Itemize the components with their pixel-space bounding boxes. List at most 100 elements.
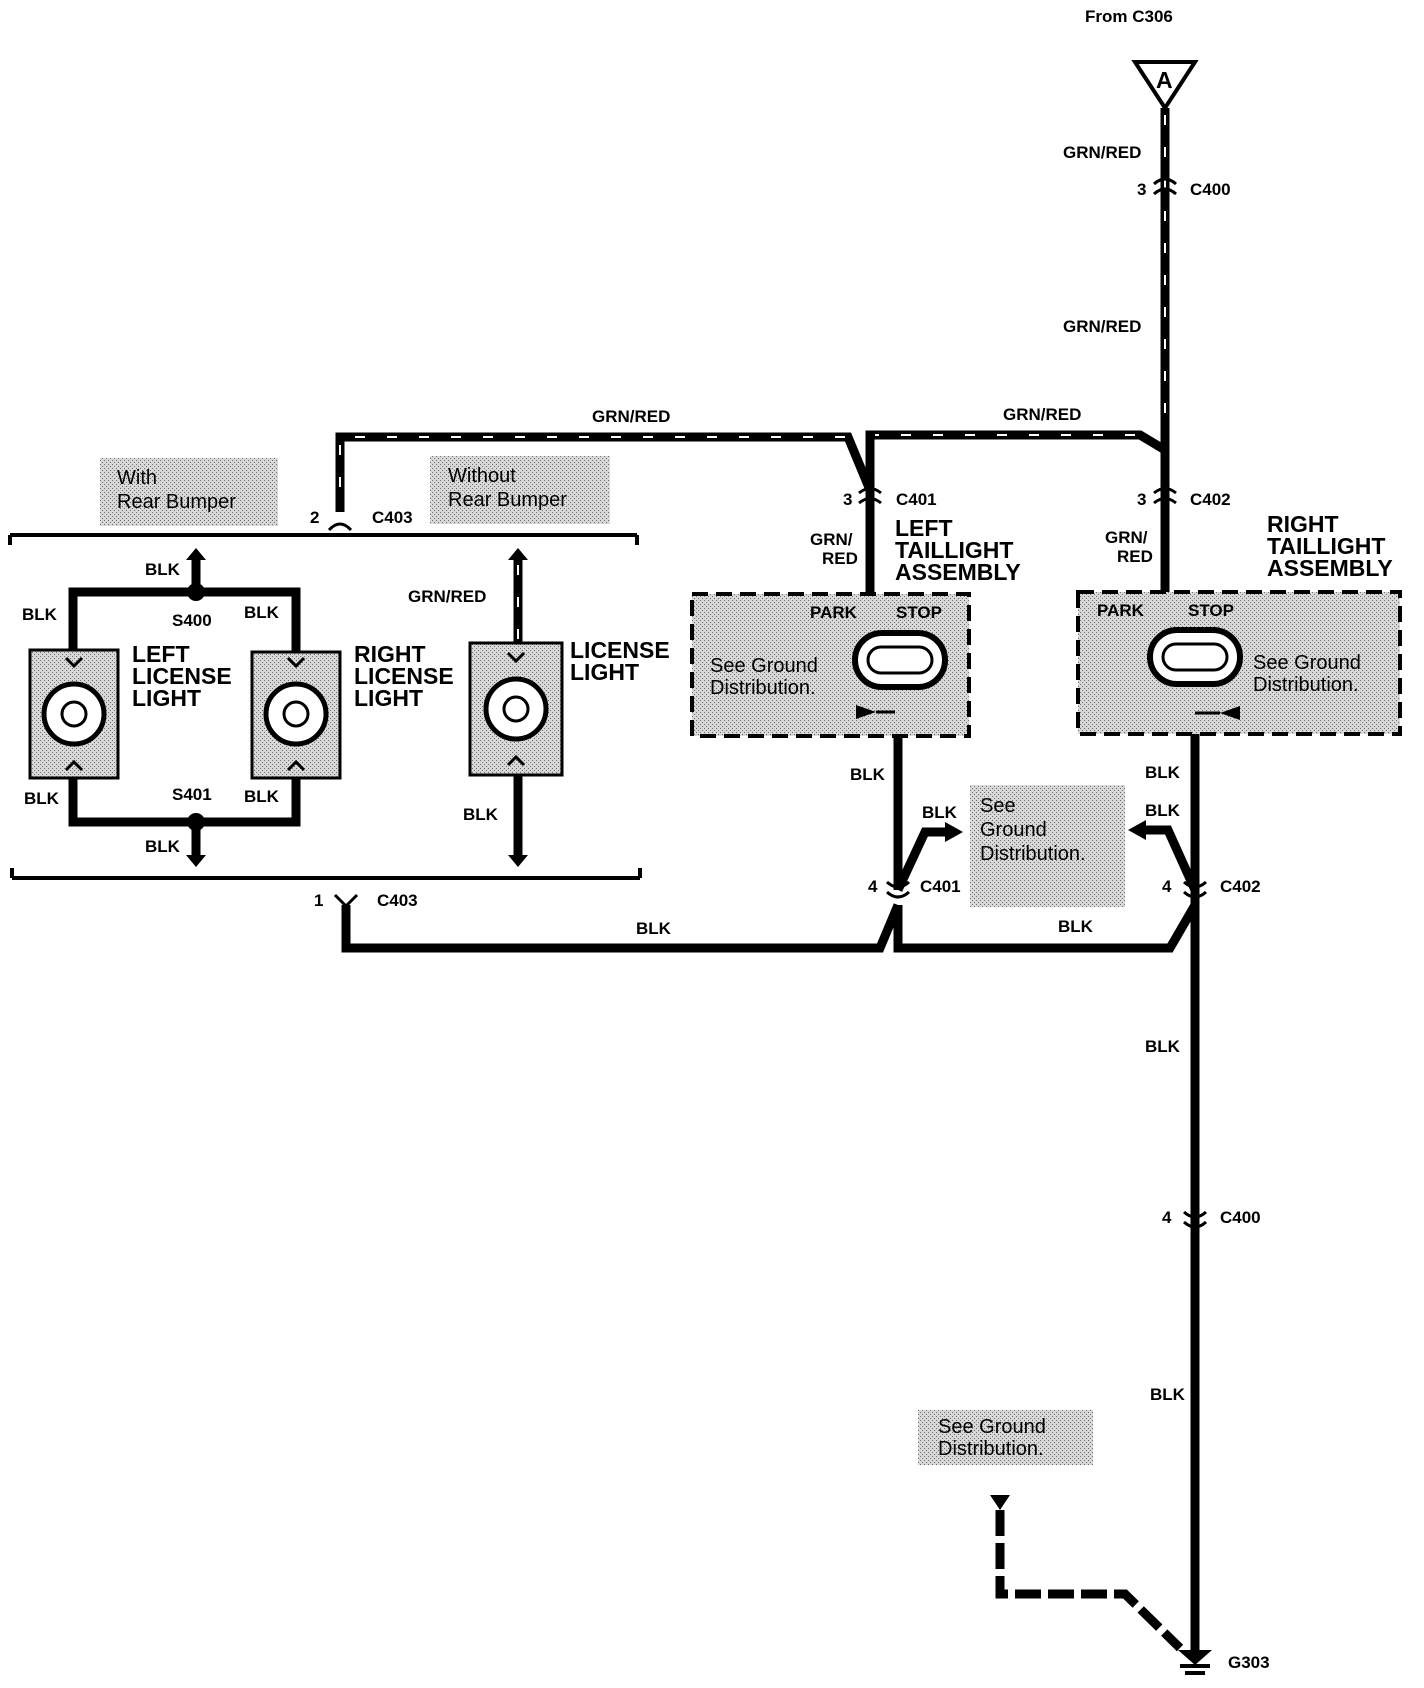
- wire-label-blk-lower1: BLK: [1145, 1037, 1181, 1056]
- wire-label-blk-c401-side: BLK: [922, 803, 958, 822]
- svg-text:C400: C400: [1190, 180, 1231, 199]
- svg-text:LICENSE: LICENSE: [132, 663, 232, 689]
- svg-text:Distribution.: Distribution.: [938, 1438, 1044, 1460]
- svg-text:LIGHT: LIGHT: [570, 659, 639, 685]
- svg-text:C402: C402: [1220, 877, 1261, 896]
- right-taillight-assembly: PARK STOP See Ground Distribution.: [1076, 590, 1402, 736]
- wire-label-c402-grn: GRN/: [1105, 528, 1148, 547]
- svg-text:1: 1: [314, 891, 323, 910]
- wire-label-c401-grn: GRN/: [810, 530, 853, 549]
- license-light: LICENSE LIGHT: [468, 637, 670, 777]
- wire-label-blk-s401-right: BLK: [244, 787, 280, 806]
- wire-label-grn-red-license: GRN/RED: [408, 587, 486, 606]
- svg-text:TAILLIGHT: TAILLIGHT: [895, 537, 1013, 563]
- wire-label-blk-license: BLK: [463, 805, 499, 824]
- svg-text:Rear Bumper: Rear Bumper: [117, 491, 236, 513]
- wire-blk-ground-branch: [995, 1510, 1184, 1652]
- svg-text:Distribution.: Distribution.: [980, 843, 1086, 865]
- splice-s400-label: S400: [172, 611, 212, 630]
- wire-label-blk-bottom-mid: BLK: [1058, 917, 1094, 936]
- svg-text:C401: C401: [920, 877, 961, 896]
- right-taillight-title: RIGHT TAILLIGHT ASSEMBLY: [1267, 511, 1393, 581]
- svg-text:4: 4: [1162, 1208, 1172, 1227]
- terminal-a-marker: [1131, 60, 1199, 112]
- wire-label-grn-red-right: GRN/RED: [1003, 405, 1081, 424]
- connector-c400-top: 3 C400: [1137, 177, 1231, 199]
- wire-label-blk-s400-left: BLK: [22, 605, 58, 624]
- svg-text:See Ground: See Ground: [710, 655, 818, 677]
- right-license-light: RIGHT LICENSE LIGHT: [250, 641, 454, 780]
- svg-text:4: 4: [1162, 877, 1172, 896]
- svg-text:STOP: STOP: [1188, 601, 1234, 620]
- from-c306-label: From C306: [1085, 7, 1173, 26]
- left-taillight-assembly: PARK STOP See Ground Distribution.: [690, 592, 971, 738]
- wire-label-blk-c401-top: BLK: [850, 765, 886, 784]
- wire-label-blk-s401-down: BLK: [145, 837, 181, 856]
- svg-text:3: 3: [1137, 180, 1146, 199]
- wire-blk-c402-side: [1140, 825, 1200, 892]
- svg-text:C400: C400: [1220, 1208, 1261, 1227]
- splice-s400: [187, 583, 205, 601]
- svg-text:LEFT: LEFT: [895, 515, 953, 541]
- wire-label-blk-lower2: BLK: [1150, 1385, 1186, 1404]
- wire-blk-s400-ladder: [68, 587, 301, 652]
- wire-grn-red-bus-left: [335, 432, 875, 512]
- svg-text:LIGHT: LIGHT: [132, 685, 201, 711]
- svg-text:C401: C401: [896, 490, 937, 509]
- svg-text:LIGHT: LIGHT: [354, 685, 423, 711]
- wire-label-blk-s400-up: BLK: [145, 560, 181, 579]
- svg-text:2: 2: [310, 508, 319, 527]
- svg-text:PARK: PARK: [810, 603, 858, 622]
- wire-label-grn-red-top: GRN/RED: [1063, 143, 1141, 162]
- ground-tab-right: [1128, 820, 1146, 840]
- ground-g303: G303: [1178, 1650, 1270, 1675]
- ground-tab-left: [945, 822, 963, 842]
- wire-label-blk-c402-side: BLK: [1145, 801, 1181, 820]
- svg-text:3: 3: [843, 490, 852, 509]
- connector-c403-top: 2 C403: [310, 508, 413, 532]
- terminal-a-letter: A: [1156, 67, 1173, 93]
- left-taillight-title: LEFT TAILLIGHT ASSEMBLY: [895, 515, 1021, 585]
- wire-label-grn-red-mid: GRN/RED: [1063, 317, 1141, 336]
- connector-c403-bottom: 1 C403: [314, 891, 418, 910]
- svg-text:LICENSE: LICENSE: [570, 637, 670, 663]
- svg-text:STOP: STOP: [896, 603, 942, 622]
- svg-text:RIGHT: RIGHT: [1267, 511, 1339, 537]
- wire-label-blk-s401-left: BLK: [24, 789, 60, 808]
- svg-text:Distribution.: Distribution.: [710, 677, 816, 699]
- svg-text:LICENSE: LICENSE: [354, 663, 454, 689]
- ground-tab-bottom: [990, 1495, 1010, 1510]
- wire-label-grn-red-left: GRN/RED: [592, 407, 670, 426]
- connector-c402-bottom: 4 C402: [1162, 877, 1261, 899]
- wire-label-blk-c402-top: BLK: [1145, 763, 1181, 782]
- svg-text:RIGHT: RIGHT: [354, 641, 426, 667]
- svg-text:4: 4: [868, 877, 878, 896]
- svg-text:ASSEMBLY: ASSEMBLY: [1267, 555, 1393, 581]
- wire-blk-return-right: [893, 902, 1199, 953]
- connector-c402-top: 3 C402: [1137, 487, 1231, 509]
- svg-text:C402: C402: [1190, 490, 1231, 509]
- note-ground-distribution-mid: See Ground Distribution.: [970, 785, 1125, 907]
- wire-label-blk-s400-right: BLK: [244, 603, 280, 622]
- connector-c401-bottom: 4 C401: [868, 877, 961, 899]
- svg-text:PARK: PARK: [1097, 601, 1145, 620]
- svg-text:3: 3: [1137, 490, 1146, 509]
- connector-c401-top: 3 C401: [843, 487, 937, 509]
- svg-text:See: See: [980, 795, 1016, 817]
- wire-label-c401-red: RED: [822, 549, 858, 568]
- note-without-rear-bumper: Without Rear Bumper: [430, 456, 610, 524]
- wire-blk-s401-ladder: [68, 778, 301, 827]
- wire-blk-return-left: [341, 903, 903, 953]
- svg-text:TAILLIGHT: TAILLIGHT: [1267, 533, 1385, 559]
- note-ground-distribution-bottom: See Ground Distribution.: [918, 1410, 1093, 1465]
- svg-text:G303: G303: [1228, 1653, 1270, 1672]
- note-with-rear-bumper: With Rear Bumper: [100, 458, 278, 526]
- svg-text:C403: C403: [377, 891, 418, 910]
- svg-text:See Ground: See Ground: [938, 1416, 1046, 1438]
- wire-grn-red-bus-right: [865, 430, 1168, 490]
- svg-text:With: With: [117, 467, 157, 489]
- svg-text:LEFT: LEFT: [132, 641, 190, 667]
- svg-text:Ground: Ground: [980, 819, 1047, 841]
- wire-label-blk-bottom-left: BLK: [636, 919, 672, 938]
